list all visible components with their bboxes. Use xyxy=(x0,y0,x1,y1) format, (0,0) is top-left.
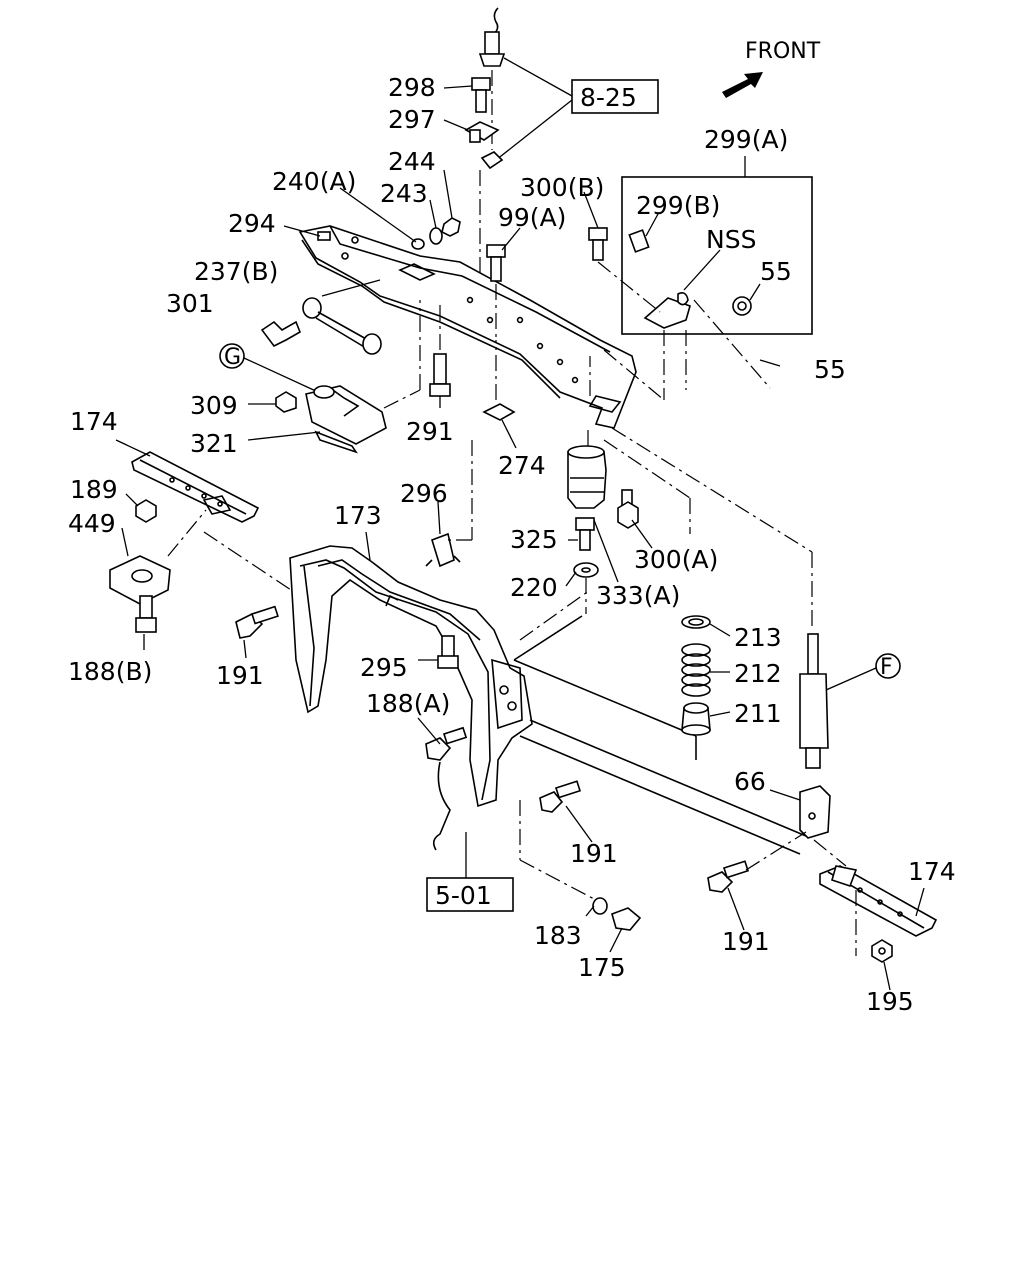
label-449[interactable]: 449 xyxy=(68,509,116,538)
part-333a xyxy=(567,430,691,534)
label-173[interactable]: 173 xyxy=(334,501,382,530)
label-301[interactable]: 301 xyxy=(166,289,214,318)
label-244[interactable]: 244 xyxy=(388,147,436,176)
part-99a xyxy=(486,244,506,340)
label-220[interactable]: 220 xyxy=(510,573,558,602)
part-296 xyxy=(425,440,473,568)
label-240a[interactable]: 240(A) xyxy=(272,167,356,196)
sensor-assembly xyxy=(478,7,573,330)
part-191-left xyxy=(235,605,279,639)
leader-lines xyxy=(115,85,925,991)
label-189[interactable]: 189 xyxy=(70,475,118,504)
label-300b[interactable]: 300(B) xyxy=(520,173,604,202)
callout-f: F xyxy=(880,655,893,680)
part-66 xyxy=(799,785,831,839)
ref-box-8-25[interactable]: 8-25 xyxy=(571,79,659,114)
label-191-right[interactable]: 191 xyxy=(722,927,770,956)
label-188a[interactable]: 188(A) xyxy=(366,689,450,718)
frame-173 xyxy=(289,545,533,808)
label-191-middle[interactable]: 191 xyxy=(570,839,618,868)
part-274 xyxy=(482,340,516,421)
link-237b xyxy=(260,279,382,355)
rail-174-left xyxy=(131,451,260,523)
label-325[interactable]: 325 xyxy=(510,525,558,554)
part-298 xyxy=(464,77,500,143)
label-212[interactable]: 212 xyxy=(734,659,782,688)
washers-240-244 xyxy=(411,217,461,250)
crossmember-294 xyxy=(298,225,637,429)
part-291 xyxy=(429,302,451,397)
shock-absorber: F xyxy=(611,427,901,769)
label-55[interactable]: 55 xyxy=(814,355,846,384)
label-321[interactable]: 321 xyxy=(190,429,238,458)
label-298[interactable]: 298 xyxy=(388,73,436,102)
label-333a[interactable]: 333(A) xyxy=(596,581,680,610)
label-300a[interactable]: 300(A) xyxy=(634,545,718,574)
label-295[interactable]: 295 xyxy=(360,653,408,682)
label-183[interactable]: 183 xyxy=(534,921,582,950)
label-291[interactable]: 291 xyxy=(406,417,454,446)
part-195 xyxy=(871,939,893,963)
label-66[interactable]: 66 xyxy=(734,767,766,796)
label-309[interactable]: 309 xyxy=(190,391,238,420)
part-325 xyxy=(575,517,595,551)
spring-assembly xyxy=(681,615,711,736)
label-213[interactable]: 213 xyxy=(734,623,782,652)
label-243[interactable]: 243 xyxy=(380,179,428,208)
label-274[interactable]: 274 xyxy=(498,451,546,480)
label-297[interactable]: 297 xyxy=(388,105,436,134)
part-191-middle xyxy=(519,780,597,901)
part-295 xyxy=(437,635,459,669)
part-449 xyxy=(109,499,301,605)
label-237b[interactable]: 237(B) xyxy=(194,257,278,286)
part-220 xyxy=(573,562,599,614)
label-99a[interactable]: 99(A) xyxy=(498,203,566,232)
part-175 xyxy=(611,907,642,931)
guide-lines xyxy=(519,299,771,641)
label-294[interactable]: 294 xyxy=(228,209,276,238)
part-183 xyxy=(592,897,608,915)
label-188b[interactable]: 188(B) xyxy=(68,657,152,686)
part-188a xyxy=(425,726,468,761)
part-191-right xyxy=(707,831,807,893)
axle-assembly xyxy=(432,615,807,878)
rail-174-right xyxy=(813,839,938,956)
label-299b[interactable]: 299(B) xyxy=(636,191,720,220)
label-296[interactable]: 296 xyxy=(400,479,448,508)
ref-box-5-01[interactable]: 5-01 xyxy=(426,877,514,912)
inset-299a: 299(A) xyxy=(621,125,813,335)
ref-5-01-label: 5-01 xyxy=(435,881,492,910)
label-175[interactable]: 175 xyxy=(578,953,626,982)
front-arrow-icon xyxy=(722,72,763,98)
label-195[interactable]: 195 xyxy=(866,987,914,1016)
label-55-inset[interactable]: 55 xyxy=(760,257,792,286)
label-211[interactable]: 211 xyxy=(734,699,782,728)
label-174-right[interactable]: 174 xyxy=(908,857,956,886)
part-300b xyxy=(588,227,661,313)
label-174-left[interactable]: 174 xyxy=(70,407,118,436)
label-191-left[interactable]: 191 xyxy=(216,661,264,690)
part-300a xyxy=(617,489,639,529)
part-321: G xyxy=(219,300,421,454)
inset-title: 299(A) xyxy=(704,125,788,154)
ref-8-25-label: 8-25 xyxy=(580,83,637,112)
label-nss[interactable]: NSS xyxy=(706,225,756,254)
callout-g: G xyxy=(224,345,241,370)
front-direction: FRONT xyxy=(722,39,821,98)
part-188b xyxy=(135,595,157,633)
front-label: FRONT xyxy=(745,39,821,64)
part-labels: 298 297 244 243 240(A) 294 237(B) 301 99… xyxy=(68,73,956,1016)
